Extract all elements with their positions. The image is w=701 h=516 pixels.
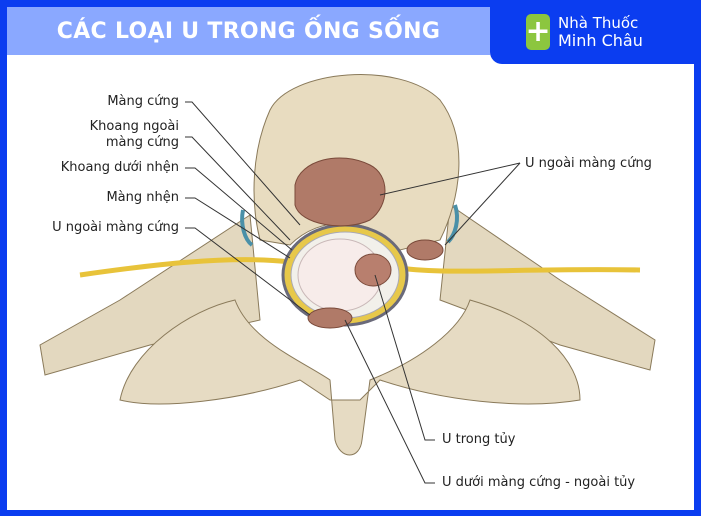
page-title: CÁC LOẠI U TRONG ỐNG SỐNG [56,18,441,44]
plus-icon: + [525,14,551,50]
nerve-root-left [79,257,291,278]
label-dura-mater: Màng cứng [107,94,179,109]
label-arachnoid: Màng nhện [106,190,179,205]
label-extradural-tumor-right: U ngoài màng cứng [525,156,652,171]
left-facet-joint [240,209,254,247]
nerve-root-right [399,265,641,274]
label-intramedullary-tumor: U trong tủy [442,432,516,447]
leader-lines [185,101,521,484]
intradural-extramedullary-tumor [307,307,353,329]
brand-line2: Minh Châu [558,31,643,50]
extradural-tumor-right [406,239,444,261]
label-extradural-tumor-left: U ngoài màng cứng [52,220,179,235]
intramedullary-tumor [354,253,392,287]
right-transverse-process [439,204,656,371]
brand-line1: Nhà Thuốc [558,14,639,32]
title-bar: CÁC LOẠI U TRONG ỐNG SỐNG [7,7,490,55]
label-intradural-extramedullary-tumor: U dưới màng cứng - ngoài tủy [442,475,636,490]
extradural-tumor-top [294,157,386,227]
vertebral-arch [119,299,581,456]
left-transverse-process [39,214,261,376]
label-subarachnoid-space: Khoang dưới nhện [60,160,179,175]
